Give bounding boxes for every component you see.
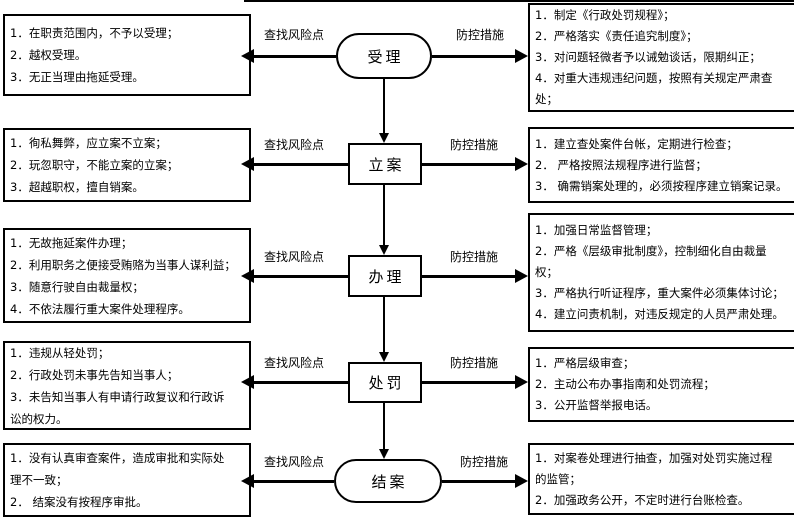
measures-box-close-case: 1．对案卷处理进行抽查，加强对处罚实施过程 的监管； 2．加强政务公开，不定时进… — [528, 443, 794, 515]
measures-box-file-case: 1．建立查处案件台帐，定期进行检查； 2． 严格按照法规程序进行监督； 3． 确… — [528, 127, 794, 203]
stage-node-file-case: 立案 — [348, 143, 422, 185]
arrow-to-risks — [241, 49, 336, 63]
stage-node-handle: 办理 — [348, 255, 422, 297]
arrow-to-measures — [442, 474, 528, 488]
arrow-to-measures — [422, 157, 528, 171]
arrow-to-risks — [241, 157, 348, 171]
control-measures-label: 防控措施 — [459, 455, 508, 469]
risk-box-accept: 1．在职责范围内，不予以受理； 2．越权受理。 3．无正当理由拖延受理。 — [3, 14, 251, 96]
arrow-to-risks — [241, 375, 348, 389]
risk-box-close-case: 1．没有认真审查案件，造成审批和实际处 理不一致； 2． 结案没有按程序审批。 — [3, 443, 251, 517]
flow-arrow-down — [378, 297, 390, 362]
arrow-to-measures — [432, 49, 528, 63]
find-risk-label: 查找风险点 — [263, 28, 324, 42]
arrow-to-measures — [422, 269, 528, 283]
stage-node-close-case: 结案 — [334, 459, 442, 503]
control-measures-label: 防控措施 — [449, 250, 498, 264]
stage-node-punish: 处罚 — [348, 362, 422, 403]
measures-box-handle: 1．加强日常监督管理； 2．严格《层级审批制度》，控制细化自由裁量 权； 3．严… — [528, 213, 794, 332]
risk-box-file-case: 1．徇私舞弊，应立案不立案； 2．玩忽职守，不能立案的立案； 3．超越职权，擅自… — [3, 128, 251, 202]
measures-box-accept: 1．制定《行政处罚规程》； 2．严格落实《责任追究制度》； 3．对问题轻微者予以… — [528, 3, 794, 112]
arrow-to-risks — [241, 269, 348, 283]
flow-arrow-down — [378, 185, 390, 255]
control-measures-label: 防控措施 — [449, 356, 498, 370]
arrow-to-risks — [241, 474, 334, 488]
risk-box-punish: 1．违规从轻处罚； 2．行政处罚未事先告知当事人； 3．未告知当事人有申请行政复… — [3, 341, 251, 430]
top-border-line — [244, 0, 794, 2]
find-risk-label: 查找风险点 — [263, 356, 324, 370]
flow-arrow-down — [378, 403, 390, 459]
stage-node-accept: 受理 — [336, 33, 432, 79]
flow-arrow-down — [378, 79, 390, 143]
find-risk-label: 查找风险点 — [263, 138, 324, 152]
measures-box-punish: 1．严格层级审查； 2．主动公布办事指南和处罚流程； 3．公开监督举报电话。 — [528, 347, 794, 422]
control-measures-label: 防控措施 — [455, 28, 504, 42]
control-measures-label: 防控措施 — [449, 138, 498, 152]
find-risk-label: 查找风险点 — [263, 250, 324, 264]
risk-box-handle: 1．无故拖延案件办理； 2．利用职务之便接受贿赂为当事人谋利益； 3．随意行驶自… — [3, 228, 251, 323]
arrow-to-measures — [422, 375, 528, 389]
find-risk-label: 查找风险点 — [263, 455, 324, 469]
